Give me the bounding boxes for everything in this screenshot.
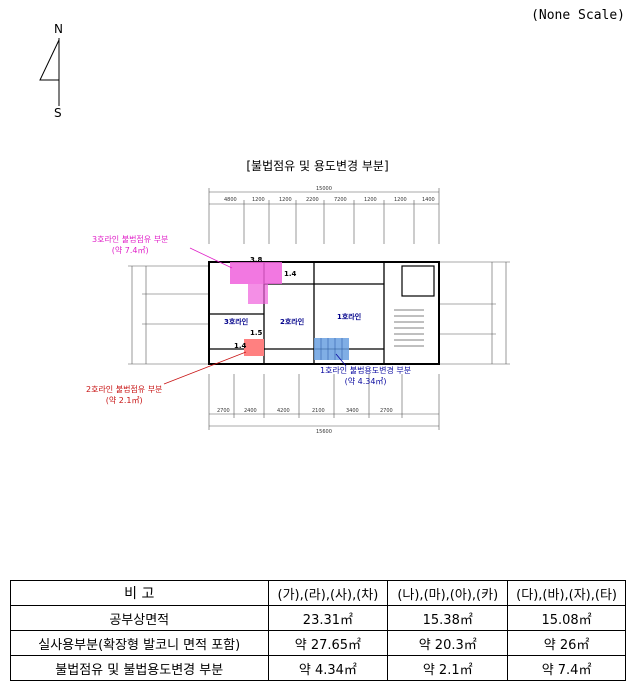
svg-text:2700: 2700 [380, 408, 393, 414]
svg-text:4800: 4800 [224, 197, 237, 203]
cell-value: 약 2.1㎡ [387, 655, 509, 681]
row-label: 실사용부분(확장형 발코니 면적 포함) [10, 630, 269, 656]
room-label-line1: 1호라인 [337, 313, 362, 321]
header-col3: (다),(바),(자),(타) [507, 580, 626, 606]
svg-text:1200: 1200 [364, 197, 377, 203]
svg-text:2200: 2200 [306, 197, 319, 203]
row-label: 공부상면적 [10, 605, 269, 631]
callout-line3: 3호라인 불법점유 부분 (약 7.4㎡) [92, 234, 168, 256]
plan-title: [불법점유 및 용도변경 부분] [246, 159, 389, 173]
svg-text:2400: 2400 [244, 408, 257, 414]
callout-line2-area: (약 2.1㎡) [105, 396, 143, 405]
header-col2: (나),(마),(아),(카) [387, 580, 509, 606]
north-label: N [54, 22, 63, 36]
cell-value: 약 7.4㎡ [507, 655, 626, 681]
svg-text:3400: 3400 [346, 408, 359, 414]
room-label-line3: 3호라인 [224, 318, 249, 326]
cell-value: 약 20.3㎡ [387, 630, 509, 656]
header-remarks: 비 고 [10, 580, 269, 606]
row-label: 불법점유 및 불법용도변경 부분 [10, 655, 269, 681]
svg-text:1400: 1400 [422, 197, 435, 203]
svg-text:4200: 4200 [277, 408, 290, 414]
svg-text:1200: 1200 [252, 197, 265, 203]
svg-text:1200: 1200 [394, 197, 407, 203]
cell-value: 약 27.65㎡ [267, 630, 389, 656]
table-header-row: 비 고 (가),(라),(사),(차) (나),(마),(아),(카) (다),… [10, 580, 626, 606]
svg-text:15600: 15600 [316, 429, 332, 434]
table-row: 공부상면적 23.31㎡ 15.38㎡ 15.08㎡ [10, 605, 626, 631]
south-label: S [54, 106, 62, 120]
mark-3-8: 3.8 [250, 256, 263, 264]
svg-text:15000: 15000 [316, 186, 332, 192]
cell-value: 약 26㎡ [507, 630, 626, 656]
floor-plan: 15000 4800 1200 1200 2200 7200 1200 1200 1400… [84, 184, 524, 434]
callout-line1-text: 1호라인 불법용도변경 부분 [320, 366, 412, 375]
mark-1-4-top: 1.4 [284, 270, 297, 278]
svg-text:1200: 1200 [279, 197, 292, 203]
svg-text:2700: 2700 [217, 408, 230, 414]
north-arrow-icon: N S [38, 22, 78, 122]
table-row: 실사용부분(확장형 발코니 면적 포함) 약 27.65㎡ 약 20.3㎡ 약 … [10, 630, 626, 656]
callout-line2: 2호라인 불법점유 부분 (약 2.1㎡) [86, 384, 162, 406]
area-table: 비 고 (가),(라),(사),(차) (나),(마),(아),(카) (다),… [10, 580, 626, 681]
mark-1-5: 1.5 [250, 329, 263, 337]
callout-line3-area: (약 7.4㎡) [111, 246, 149, 255]
scale-note: (None Scale) [531, 8, 625, 23]
header-col1: (가),(라),(사),(차) [267, 580, 389, 606]
mark-1-4-bottom: 1.4 [234, 342, 247, 350]
callout-line2-text: 2호라인 불법점유 부분 [86, 385, 163, 394]
cell-value: 23.31㎡ [267, 605, 389, 631]
cell-value: 약 4.34㎡ [267, 655, 389, 681]
svg-text:7200: 7200 [334, 197, 347, 203]
callout-line1: 1호라인 불법용도변경 부분 (약 4.34㎡) [320, 365, 411, 387]
cell-value: 15.08㎡ [507, 605, 626, 631]
room-label-line2: 2호라인 [280, 318, 305, 326]
table-row: 불법점유 및 불법용도변경 부분 약 4.34㎡ 약 2.1㎡ 약 7.4㎡ [10, 655, 626, 681]
svg-text:2100: 2100 [312, 408, 325, 414]
callout-line1-area: (약 4.34㎡) [344, 377, 387, 386]
callout-line3-text: 3호라인 불법점유 부분 [92, 235, 169, 244]
cell-value: 15.38㎡ [387, 605, 509, 631]
